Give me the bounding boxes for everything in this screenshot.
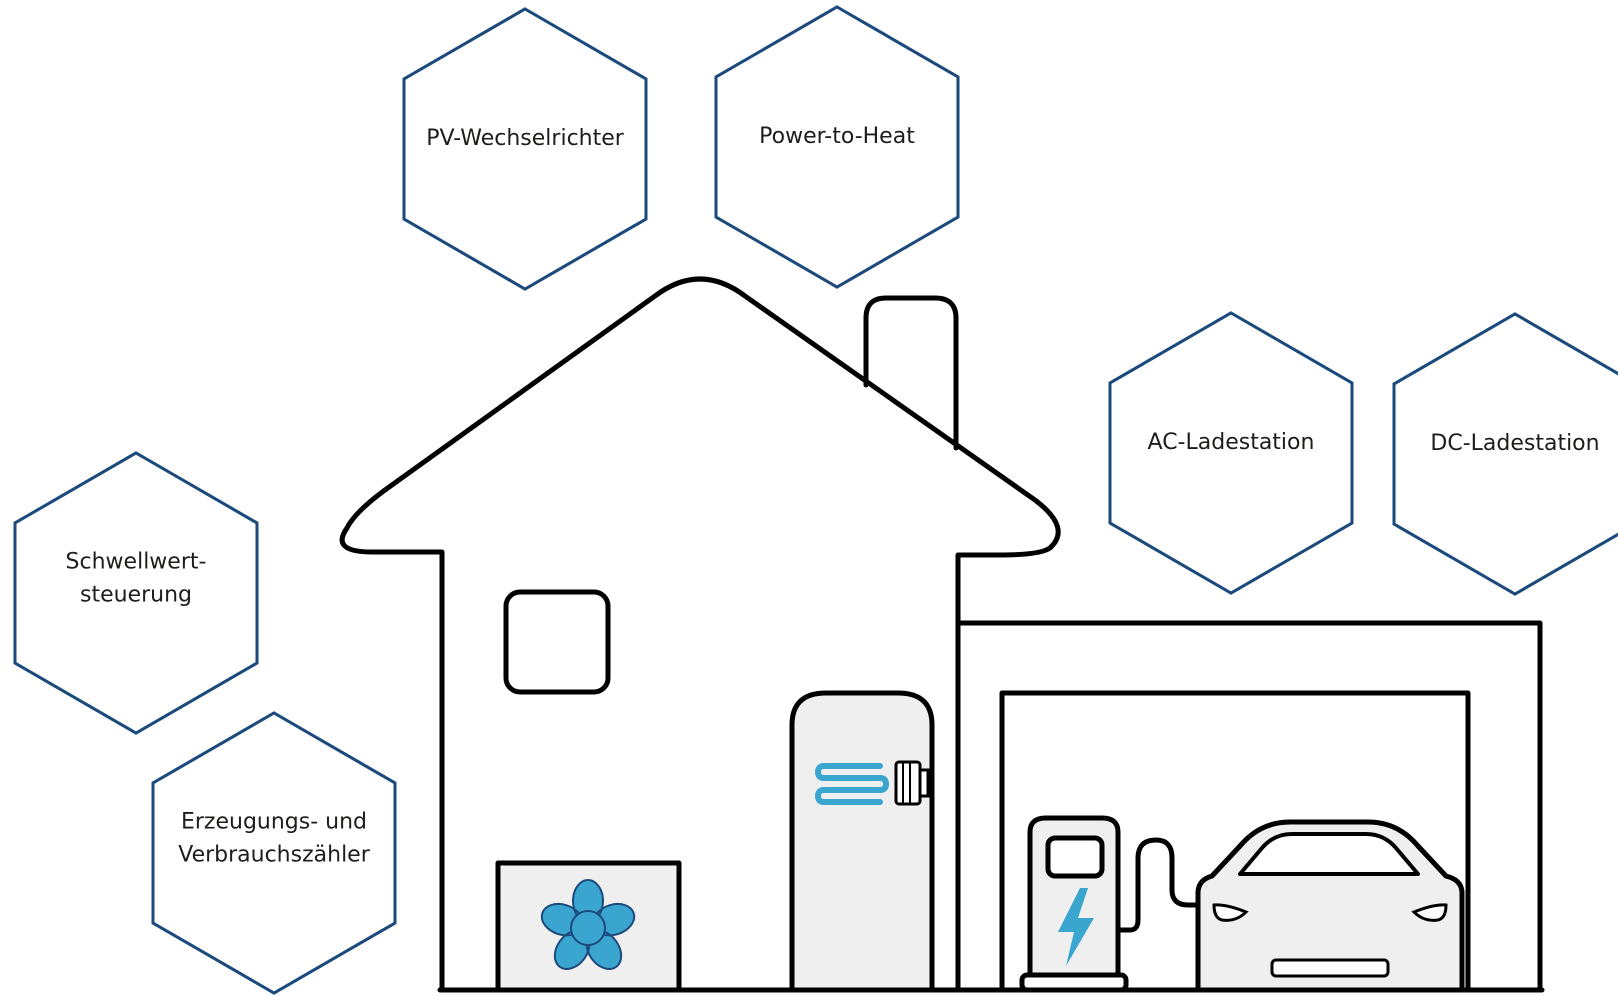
fems-app-tag: FEMS App <box>1195 347 1267 364</box>
fems-app-label: AC-Ladestation <box>1148 430 1315 455</box>
water-heater-icon <box>792 693 932 990</box>
fems-app-tag: FEMS App <box>238 747 310 764</box>
heat-pump-fan-icon <box>498 863 679 990</box>
fems-app-tag: FEMS App <box>489 43 561 60</box>
fems-app-label: PV-Wechselrichter <box>426 126 625 151</box>
car-icon <box>1198 822 1462 990</box>
fems-app-tag: FEMS App <box>100 487 172 504</box>
chimney-icon <box>866 298 956 448</box>
fems-app-label: Verbrauchszähler <box>178 843 370 868</box>
fems-app-tag: FEMS App <box>801 41 873 58</box>
fems-app-label: steuerung <box>80 583 192 608</box>
fems-app-label: DC-Ladestation <box>1430 431 1599 456</box>
fems-app-label: Power-to-Heat <box>759 124 915 149</box>
window-icon <box>506 592 608 692</box>
ev-charger-icon <box>1022 818 1205 990</box>
fems-app-tag: FEMS App <box>1479 348 1551 365</box>
fems-app-label: Schwellwert- <box>66 550 207 575</box>
fems-app-label: Erzeugungs- und <box>181 810 367 835</box>
